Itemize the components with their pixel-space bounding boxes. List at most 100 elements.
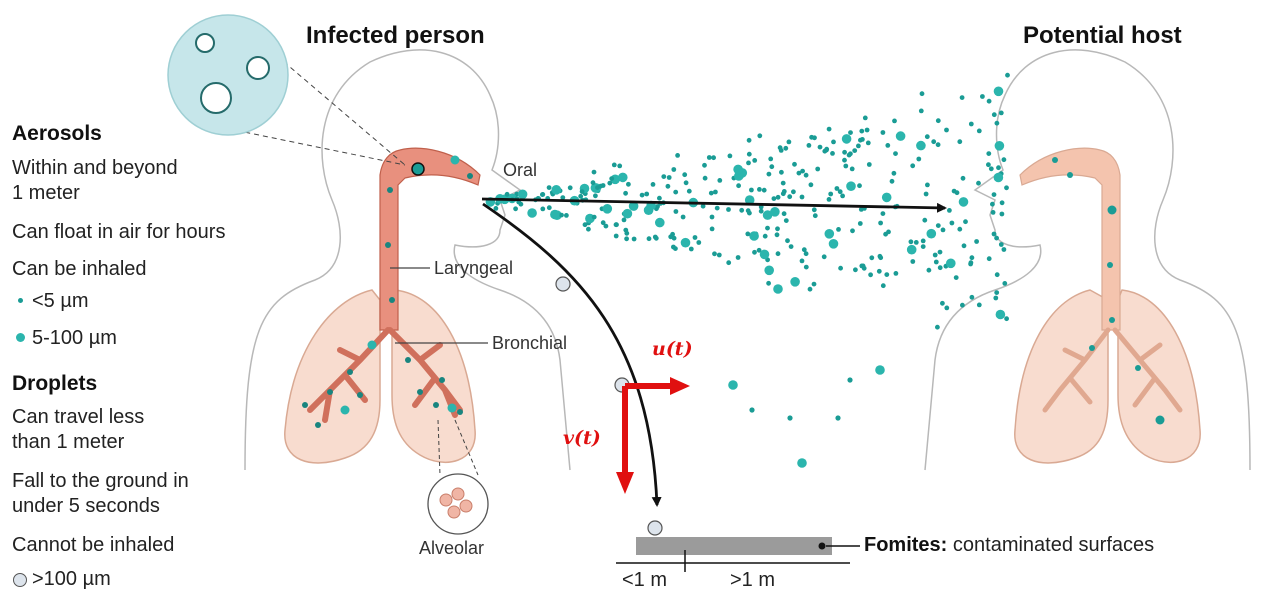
aerosol-small-dot bbox=[941, 228, 946, 233]
aerosol-small-dot bbox=[583, 222, 588, 227]
airway-aerosol-dot bbox=[387, 187, 393, 193]
aerosol-small-dot bbox=[747, 152, 752, 157]
aerosol-large-dot bbox=[749, 231, 759, 241]
aerosol-small-dot bbox=[850, 167, 855, 172]
aerosol-small-dot bbox=[827, 197, 832, 202]
aerosol-small-dot bbox=[840, 194, 845, 199]
aerosol-small-dot bbox=[990, 202, 995, 207]
aerosol-small-dot bbox=[961, 176, 966, 181]
aerosol-small-dot bbox=[540, 192, 545, 197]
aerosol-small-dot bbox=[681, 215, 686, 220]
aerosol-small-dot bbox=[804, 265, 809, 270]
aerosol-small-dot bbox=[752, 158, 757, 163]
aerosol-small-dot bbox=[711, 155, 716, 160]
droplet-size: >100 µm bbox=[32, 567, 111, 591]
aerosol-small-dot bbox=[781, 181, 786, 186]
aerosol-small-dot bbox=[513, 206, 518, 211]
aerosol-large-dot bbox=[655, 218, 665, 228]
aerosol-small-dot bbox=[1004, 316, 1009, 321]
velocity-u-label: u(t) bbox=[652, 338, 693, 360]
aerosol-small-dot bbox=[787, 140, 792, 145]
aerosol-small-dot bbox=[769, 164, 774, 169]
aerosol-small-dot bbox=[934, 260, 939, 265]
aerosol-small-dot bbox=[828, 192, 833, 197]
airway-aerosol-dot bbox=[347, 369, 353, 375]
aerosol-small-dot bbox=[950, 221, 955, 226]
airway-aerosol-dot bbox=[385, 242, 391, 248]
aerosol-small-dot bbox=[931, 139, 936, 144]
aerosol-small-dot bbox=[842, 158, 847, 163]
aerosol-small-dot bbox=[910, 259, 915, 264]
aerosol-small-dot bbox=[759, 209, 764, 214]
aerosol-small-dot bbox=[977, 303, 982, 308]
aerosol-small-dot bbox=[792, 162, 797, 167]
aerosol-small-dot bbox=[992, 232, 997, 237]
droplets-range-line2: than 1 meter bbox=[12, 430, 124, 454]
aerosol-small-dot bbox=[914, 240, 919, 245]
aerosol-small-dot bbox=[881, 211, 886, 216]
aerosol-small-dot bbox=[960, 95, 965, 100]
aerosol-small-dot bbox=[987, 256, 992, 261]
aerosol-small-dot bbox=[682, 172, 687, 177]
aerosol-small-dot bbox=[745, 232, 750, 237]
aerosols-range-line1: Within and beyond bbox=[12, 156, 178, 180]
aerosol-small-dot bbox=[768, 157, 773, 162]
aerosol-small-dot bbox=[980, 94, 985, 99]
aerosol-small-dot bbox=[883, 232, 888, 237]
aerosol-small-dot bbox=[674, 209, 679, 214]
aerosol-small-dot bbox=[878, 254, 883, 259]
aerosol-small-dot bbox=[657, 196, 662, 201]
aerosol-small-dot bbox=[1000, 212, 1005, 217]
aerosol-small-dot bbox=[974, 239, 979, 244]
aerosol-small-dot bbox=[540, 207, 545, 212]
aerosol-small-dot bbox=[957, 139, 962, 144]
aerosol-small-dot bbox=[728, 154, 733, 159]
aerosol-small-dot bbox=[702, 163, 707, 168]
aerosol-small-dot bbox=[1002, 247, 1007, 252]
aerosol-small-dot bbox=[1005, 73, 1010, 78]
aerosol-small-dot bbox=[632, 237, 637, 242]
droplet-particle bbox=[648, 521, 662, 535]
aerosol-small-dot bbox=[775, 226, 780, 231]
aerosol-small-dot bbox=[890, 179, 895, 184]
airway-aerosol-dot bbox=[1067, 172, 1073, 178]
airway-aerosol-dot bbox=[389, 297, 395, 303]
aerosol-small-dot bbox=[591, 180, 596, 185]
aerosol-large-dot bbox=[959, 197, 969, 207]
aerosol-small-dot bbox=[850, 228, 855, 233]
aerosol-large-dot bbox=[773, 284, 783, 294]
aerosol-small-dot bbox=[763, 234, 768, 239]
aerosol-small-dot bbox=[947, 208, 952, 213]
aerosol-small-dot bbox=[586, 227, 591, 232]
aerosol-small-dot bbox=[993, 296, 998, 301]
aerosol-small-dot bbox=[976, 181, 981, 186]
aerosol-small-dot bbox=[779, 148, 784, 153]
airway-aerosol-dot bbox=[327, 389, 333, 395]
airway-aerosol-dot bbox=[467, 173, 473, 179]
aerosol-small-dot bbox=[969, 260, 974, 265]
aerosol-small-dot bbox=[684, 180, 689, 185]
airway-aerosol-dot bbox=[457, 409, 463, 415]
aerosol-small-dot bbox=[848, 130, 853, 135]
aerosol-small-dot bbox=[933, 253, 938, 258]
aerosol-small-dot bbox=[776, 195, 781, 200]
aerosol-dot bbox=[797, 458, 807, 468]
aerosol-small-dot bbox=[661, 174, 666, 179]
aerosol-small-dot bbox=[859, 129, 864, 134]
aerosol-small-dot bbox=[957, 227, 962, 232]
aerosol-small-dot bbox=[593, 193, 598, 198]
airway-aerosol-dot bbox=[448, 404, 457, 413]
aerosol-small-dot bbox=[955, 190, 960, 195]
aerosol-small-dot bbox=[894, 271, 899, 276]
aerosol-small-dot bbox=[782, 189, 787, 194]
aerosol-small-dot bbox=[784, 218, 789, 223]
aerosol-small-dot bbox=[776, 251, 781, 256]
aerosol-small-dot bbox=[703, 176, 708, 181]
aerosol-small-dot bbox=[673, 190, 678, 195]
aerosol-small-dot bbox=[666, 184, 671, 189]
aerosol-small-dot bbox=[910, 163, 915, 168]
aerosol-small-dot bbox=[936, 118, 941, 123]
aerosol-dot bbox=[787, 415, 792, 420]
aerosol-small-dot bbox=[940, 301, 945, 306]
